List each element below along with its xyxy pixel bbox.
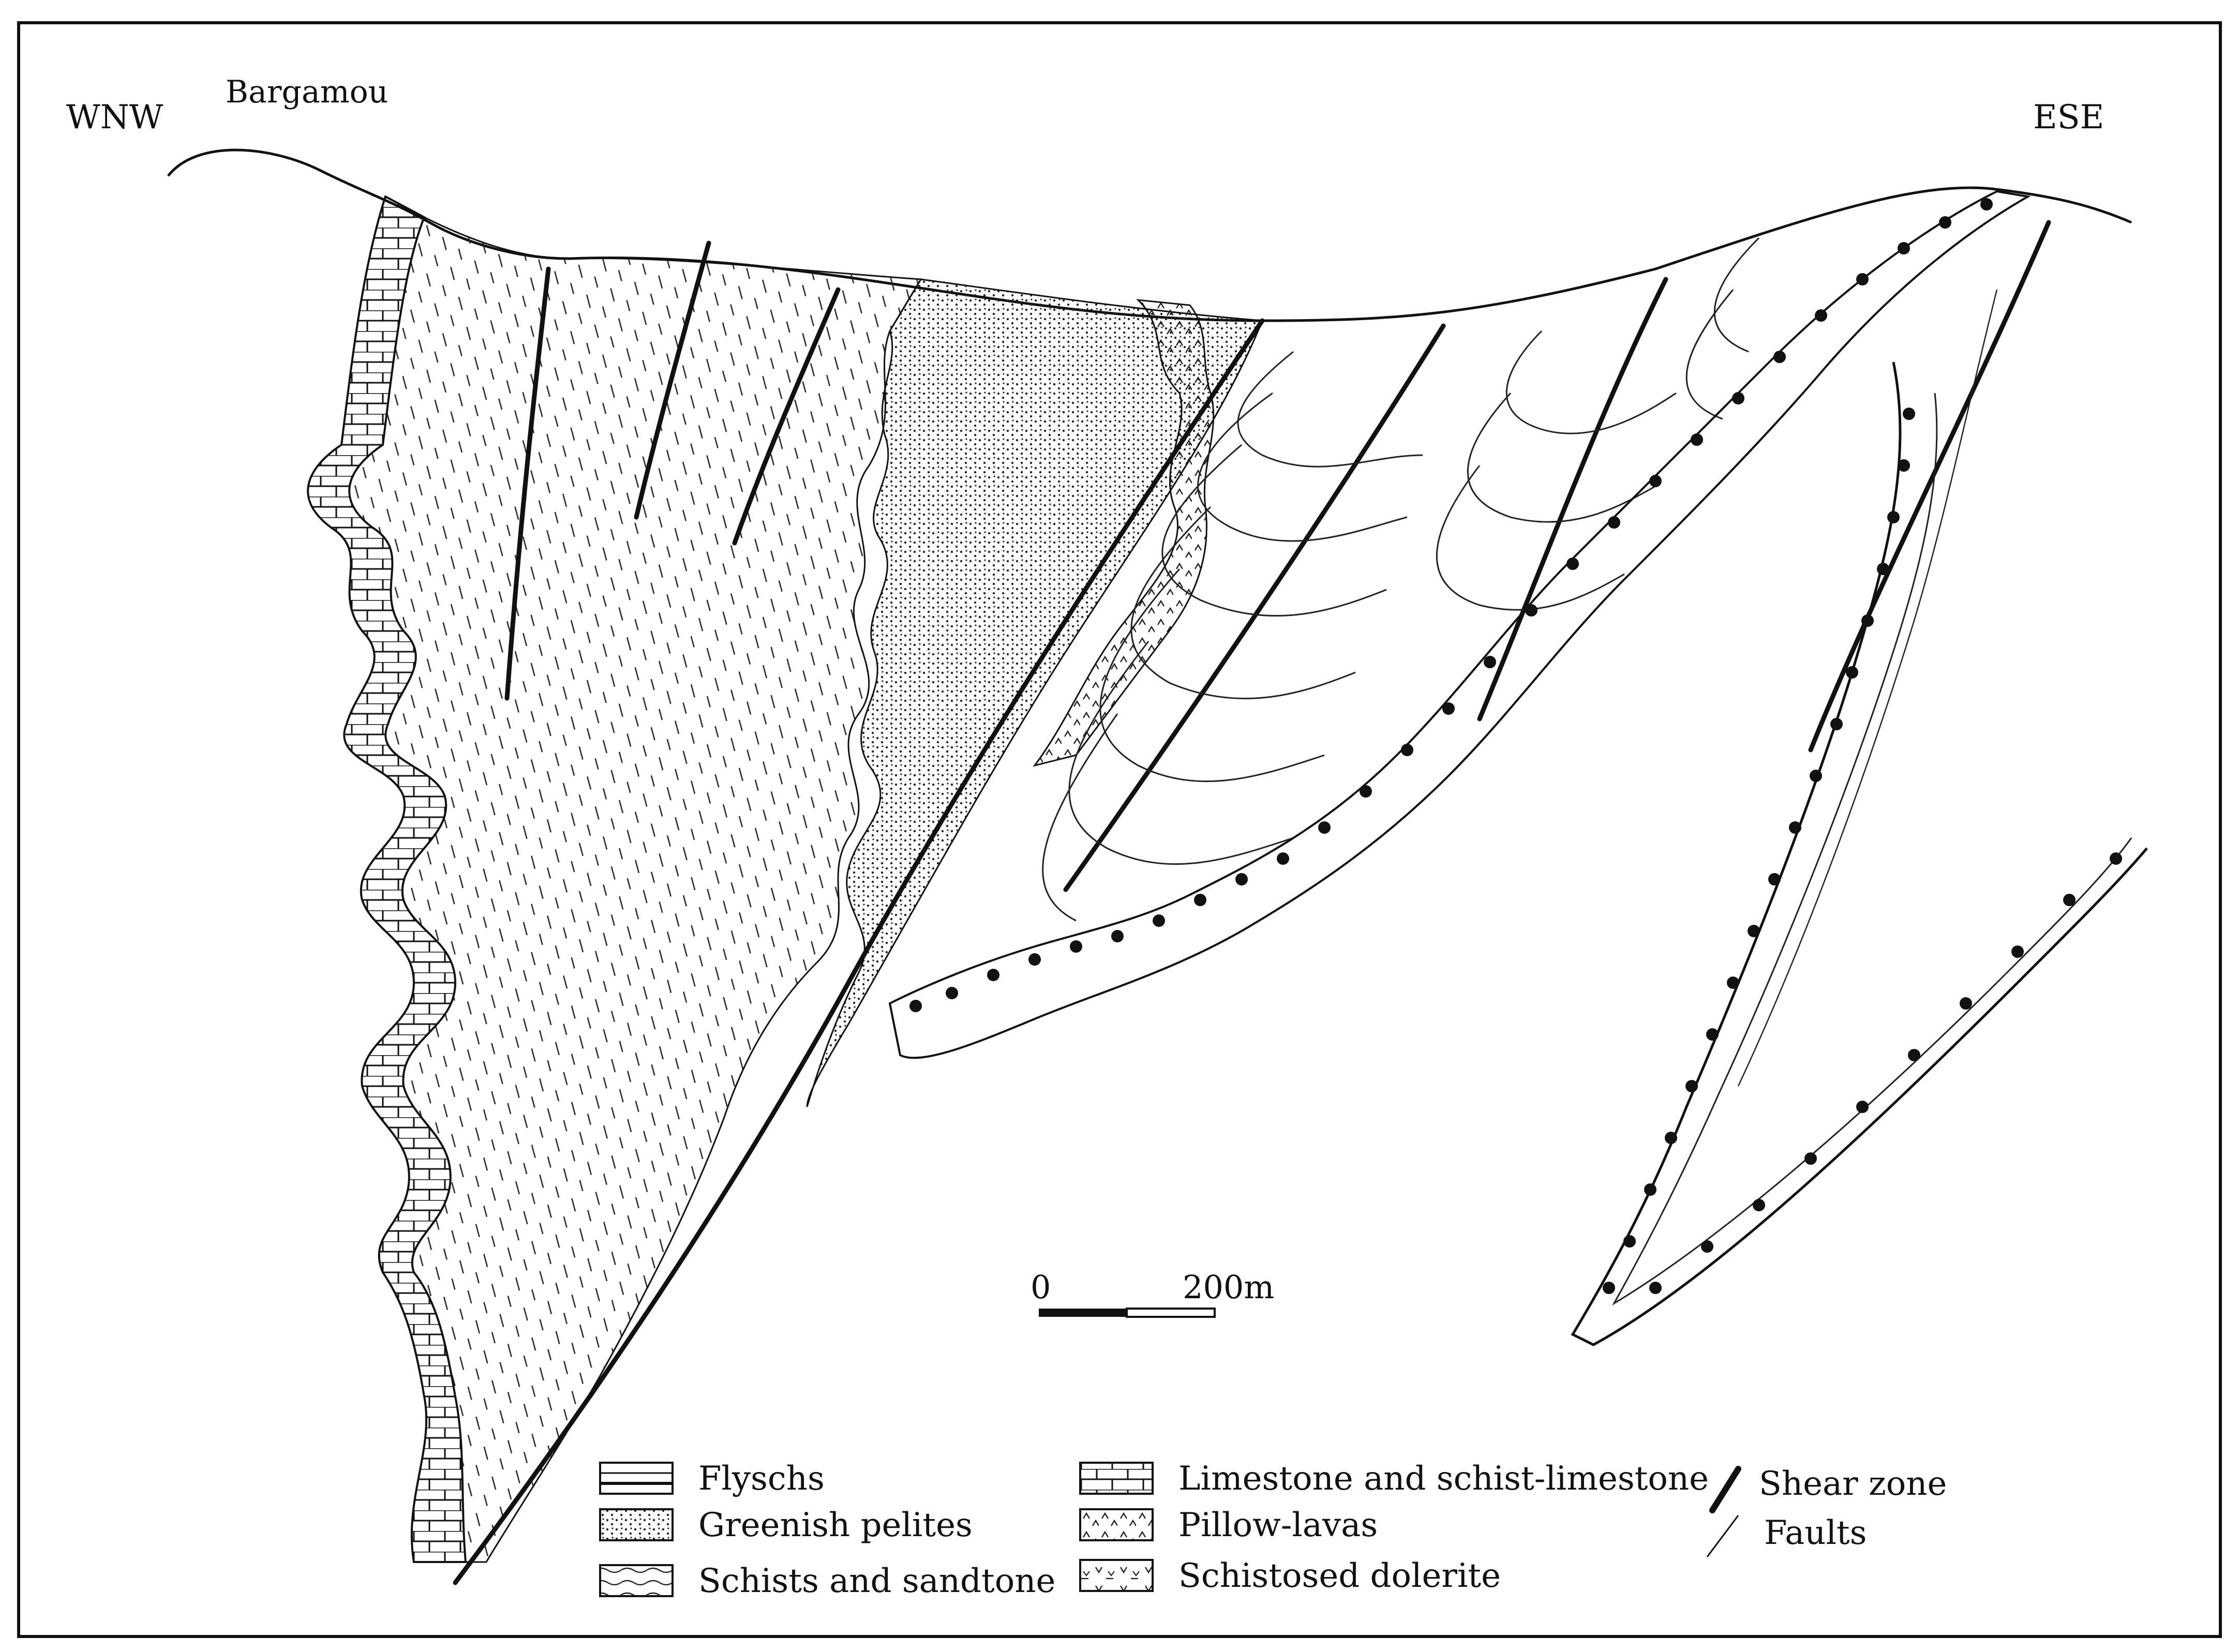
legend-label: Greenish pelites bbox=[698, 1506, 973, 1544]
direction-label-east: ESE bbox=[2033, 98, 2104, 137]
legend-item-schistosed-dolerite: Schistosed dolerite bbox=[1079, 1557, 1501, 1595]
eastern-dolerite-band bbox=[888, 190, 2031, 1059]
legend-label: Shear zone bbox=[1759, 1465, 1947, 1503]
z-fold-inner bbox=[1611, 393, 2132, 1306]
legend: Flyschs Greenish pelites Schists and san… bbox=[599, 1460, 1947, 1600]
legend-label: Faults bbox=[1764, 1514, 1867, 1552]
legend-label: Flyschs bbox=[698, 1460, 825, 1498]
direction-label-west: WNW bbox=[66, 98, 163, 137]
fault-symbol bbox=[1706, 1515, 1739, 1557]
legend-item-shear-zone: Shear zone bbox=[1709, 1465, 1947, 1513]
legend-label: Pillow-lavas bbox=[1178, 1506, 1378, 1544]
legend-item-greenish-pelites: Greenish pelites bbox=[599, 1506, 973, 1544]
pillow-lavas-lens bbox=[1033, 299, 1215, 767]
place-label: Bargamou bbox=[226, 74, 388, 110]
legend-label: Schists and sandtone bbox=[698, 1562, 1055, 1600]
legend-item-schists-sandstone: Schists and sandtone bbox=[599, 1562, 1055, 1600]
schist-sandstone-body bbox=[348, 216, 922, 1563]
scale-bar: 0 200m bbox=[1031, 1268, 1274, 1318]
shear-zone-symbol bbox=[1709, 1466, 1741, 1513]
legend-item-pillow-lavas: Pillow-lavas bbox=[1079, 1506, 1378, 1544]
fold-traces bbox=[1042, 237, 1760, 922]
legend-label: Schistosed dolerite bbox=[1178, 1557, 1501, 1595]
shear-zones bbox=[453, 220, 2051, 1585]
legend-item-faults: Faults bbox=[1706, 1514, 1867, 1557]
legend-item-flyschs: Flyschs bbox=[599, 1460, 825, 1498]
scale-label-start: 0 bbox=[1031, 1268, 1051, 1306]
pillow-dot-markers bbox=[909, 198, 2122, 1294]
scale-label-end: 200m bbox=[1183, 1268, 1274, 1306]
legend-label: Limestone and schist-limestone bbox=[1178, 1460, 1709, 1498]
figure-border bbox=[17, 21, 2222, 1638]
z-fold-trace bbox=[1737, 289, 1998, 1087]
z-fold-outline bbox=[1571, 362, 2148, 1346]
legend-item-limestone: Limestone and schist-limestone bbox=[1079, 1460, 1709, 1498]
